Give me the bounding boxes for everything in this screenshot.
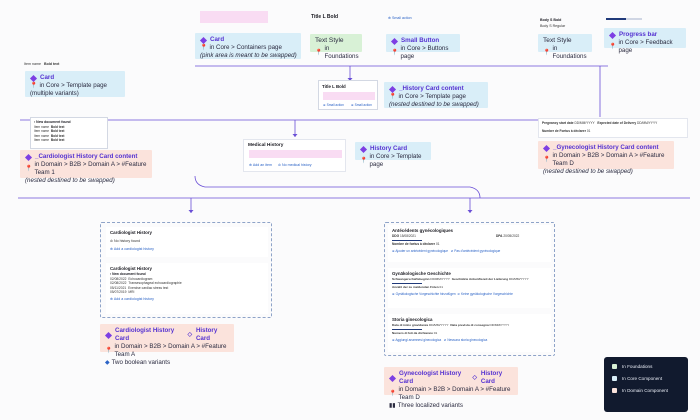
- component-icon: [24, 153, 33, 161]
- add-gyneco-link[interactable]: ⊕ Gynäkologische Vorgeschichte hinzufüge…: [392, 292, 456, 296]
- list-item: 05/11/2021 Exercise cardiac stress test: [110, 285, 169, 290]
- note-small-button: Small Button 📍in Core > Buttons page: [386, 34, 460, 60]
- component-icon: [104, 331, 113, 339]
- legend-swatch: [612, 376, 617, 381]
- legend-item-domain: In Domain Component: [612, 388, 680, 393]
- pin-icon: 📍: [25, 166, 33, 172]
- progress-bar: [392, 283, 422, 284]
- add-gyneco-link[interactable]: ⊕ Aggiungi anamnesi ginecologica: [392, 338, 442, 342]
- pin-icon: 📍: [543, 157, 551, 163]
- add-item-link[interactable]: ⊕ Add an item: [249, 163, 272, 167]
- cardio-variants-frame: [100, 222, 272, 318]
- pink-swap-area: [200, 11, 268, 23]
- no-gyneco-link[interactable]: ⊘ Pas d'antécédent gynécologique: [450, 249, 501, 253]
- medical-history-card: Medical History ⊕ Add an item ⊘ No medic…: [243, 139, 346, 172]
- gyneco-variants-frame: [384, 222, 555, 356]
- no-gyneco-link[interactable]: ⊘ Nessuna storia ginecologica: [443, 338, 488, 342]
- component-icon: [608, 31, 617, 39]
- body-s-regular-sample: Body S Regular: [540, 24, 566, 28]
- pin-icon: 📍: [105, 348, 113, 354]
- gyneco-card-it: Storia ginecologica Data di inizio gravi…: [388, 314, 551, 352]
- component-icon: [29, 74, 38, 82]
- progress-bar-sample: [606, 18, 642, 20]
- note-history-content: _History Card content 📍in Core > Templat…: [384, 82, 488, 108]
- progress-fill: [606, 18, 626, 20]
- variant-icon: ◆: [105, 360, 110, 366]
- note-cardio-content: _Cardiologist History Card content 📍in D…: [20, 150, 152, 184]
- add-cardio-link[interactable]: ⊕ Add a cardiologist history: [110, 296, 154, 301]
- note-gyneco-content: _Gynecologist History Card content 📍in D…: [538, 141, 674, 175]
- history-content-preview: Title L Bold ⊕ Small action ⊕ Small acti…: [318, 80, 378, 110]
- note-text-style-2: Text Style 📍in Foundations: [538, 34, 592, 60]
- component-icon: [390, 37, 399, 45]
- legend-item-foundations: In Foundations: [612, 364, 680, 369]
- list-item: Item name Bold text: [34, 133, 65, 138]
- legend-swatch: [612, 388, 617, 393]
- cardio-history-card-empty: Cardiologist History ⊘ No history found …: [106, 227, 268, 257]
- list-item: Item name Bold text: [34, 138, 65, 143]
- medical-history-title: Medical History: [248, 143, 284, 148]
- small-action-sample[interactable]: ⊕ Small action: [388, 16, 412, 20]
- add-gyneco-link[interactable]: ⊕ Ajouter un antécédent gynécologique: [392, 249, 449, 253]
- progress-bar: [392, 329, 422, 330]
- note-history-card: History Card 📍in Core > Template page: [355, 142, 431, 168]
- list-item: Item name Bold text: [34, 125, 65, 129]
- no-history-link[interactable]: ⊘ No medical history: [278, 163, 312, 167]
- pin-icon: 📍: [609, 44, 617, 50]
- note-gyneco-card: Gynecologist History Card ◇ History Card…: [384, 367, 518, 409]
- cardio-content-preview: ▪ New document found Item name Bold text…: [30, 117, 108, 149]
- component-icon: [359, 145, 368, 153]
- gyneco-card-fr: Antécédents gynécologiques DDG 15/08/202…: [388, 225, 551, 262]
- title-l-bold-sample: Title L Bold: [311, 14, 339, 20]
- pin-icon: 📍: [389, 391, 397, 397]
- variant-icon: ▮▮: [389, 403, 396, 409]
- pin-icon: 📍: [360, 158, 368, 164]
- pin-icon: 📍: [200, 45, 208, 51]
- pink-swap-area: [249, 150, 342, 158]
- pink-swap-area: [323, 92, 375, 100]
- list-header: Item name Bold text: [24, 62, 60, 66]
- legend-item-core: In Core Component: [612, 376, 680, 381]
- note-card: Card 📍in Core > Containers page (pink ar…: [195, 33, 301, 59]
- pin-icon: 📍: [315, 50, 323, 56]
- gyneco-card-de: Gynäkologische Geschichte Schwangerschaf…: [388, 268, 551, 308]
- component-icon: [388, 85, 397, 93]
- add-cardio-link[interactable]: ⊕ Add a cardiologist history: [110, 247, 154, 251]
- list-item: 05/07/2019 MRI: [110, 290, 135, 295]
- gyneco-content-preview: Pregnancy start date DD/MM/YYYY Expected…: [538, 118, 688, 138]
- list-item: 02/08/2022 Transesophageal echocardiogra…: [110, 281, 182, 286]
- small-action-link[interactable]: ⊕ Small action: [351, 103, 372, 107]
- component-icon: [542, 144, 551, 152]
- pin-icon: 📍: [30, 83, 38, 89]
- pin-icon: 📍: [391, 50, 399, 56]
- list-item: 02/08/2022 Echocardiogram: [110, 276, 153, 281]
- note-card-template: Card 📍in Core > Template page (multiple …: [25, 71, 125, 97]
- legend: In Foundations In Core Component In Doma…: [604, 357, 688, 412]
- note-text-style-1: Text Style 📍in Foundations: [310, 34, 362, 60]
- note-progress-bar: Progress bar 📍in Core > Feedback page: [604, 28, 686, 54]
- pin-icon: 📍: [389, 94, 397, 100]
- body-s-bold-sample: Body S Bold: [540, 18, 562, 22]
- pin-icon: 📍: [543, 50, 551, 56]
- no-gyneco-link[interactable]: ⊘ Keine gynäkologische Vorgeschichte: [457, 292, 513, 296]
- legend-swatch: [612, 364, 617, 369]
- progress-bar: [392, 240, 422, 241]
- cardio-history-card-filled: Cardiologist History ▪ New document foun…: [106, 263, 268, 314]
- small-action-link[interactable]: ⊕ Small action: [323, 103, 344, 107]
- component-icon: [388, 374, 397, 382]
- list-item: Item name Bold text: [34, 129, 65, 134]
- note-cardio-card: Cardiologist History Card ◇ History Card…: [100, 324, 234, 366]
- component-icon: [199, 36, 208, 44]
